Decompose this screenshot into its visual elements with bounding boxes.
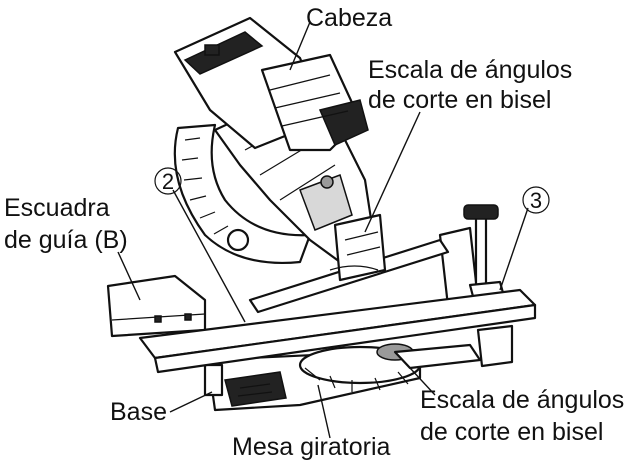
leader-cabeza	[289, 21, 311, 71]
label-bevel-top-line2: de corte en bisel	[368, 86, 551, 114]
label-fence-line1: Escuadra	[4, 194, 110, 222]
leader-bevel-top	[364, 111, 421, 233]
table-plate	[138, 288, 537, 374]
callout-three-circle	[522, 186, 550, 214]
leader-two	[172, 189, 246, 323]
label-base: Base	[110, 398, 167, 426]
leader-lines	[117, 21, 529, 439]
callout-three: 3	[522, 186, 550, 214]
leader-three	[499, 207, 529, 291]
label-bevel-top-line1: Escala de ángulos	[368, 56, 572, 84]
label-bevel-bottom-line2: de corte en bisel	[420, 418, 603, 446]
leader-bevel-bottom	[397, 354, 436, 396]
leader-base	[169, 391, 213, 413]
label-cabeza: Cabeza	[306, 4, 392, 32]
label-fence-line2: de guía (B)	[4, 226, 128, 254]
label-bevel-bottom-line1: Escala de ángulos	[420, 386, 624, 414]
saw-head	[173, 16, 369, 152]
blade-guard	[173, 123, 312, 264]
label-turntable: Mesa giratoria	[232, 433, 390, 461]
callout-two-circle	[154, 167, 182, 195]
fence-b-shape	[106, 274, 207, 338]
callout-two: 2	[154, 167, 182, 195]
callout-three-number: 3	[530, 188, 542, 213]
leader-turntable	[317, 384, 331, 439]
callout-two-number: 2	[162, 169, 174, 194]
miter-saw-illustration	[106, 16, 537, 412]
leader-fence	[117, 251, 141, 301]
turntable-shape	[298, 343, 482, 392]
bevel-scale-rear	[329, 265, 379, 271]
